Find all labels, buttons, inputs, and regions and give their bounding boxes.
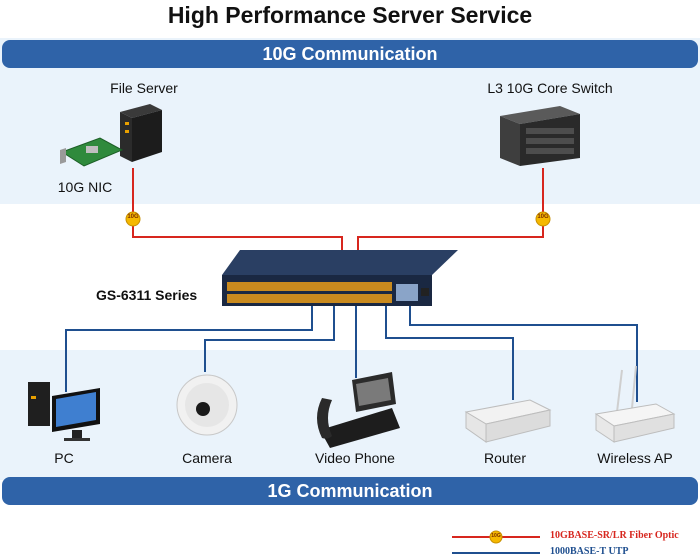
video-phone-icon (317, 372, 400, 448)
pc-label: PC (54, 450, 74, 466)
camera-label: Camera (182, 450, 232, 466)
pc-icon (28, 382, 100, 441)
wireless-ap-icon (594, 365, 676, 443)
legend-fiber-badge-label: 10G (491, 533, 501, 539)
router-label: Router (483, 450, 527, 466)
gs6311-switch-icon (222, 250, 458, 306)
utp-link-pc (65, 306, 313, 392)
fiber-badge-right-label: 10G (537, 214, 549, 220)
diagram-title: High Performance Server Service (167, 2, 533, 28)
bottom-band (0, 350, 700, 480)
nic-label: 10G NIC (57, 179, 113, 195)
fiber-badge-right (535, 211, 551, 227)
file-server-label: File Server (110, 80, 178, 96)
legend-fiber-label: 10GBASE-SR/LR Fiber Optic (550, 530, 679, 541)
switch-model-label: GS-6311 Series (96, 287, 198, 303)
bottom-band-header: 1G Communication (2, 477, 698, 505)
utp-links (65, 306, 638, 402)
fiber-badge-left-label: 10G (127, 214, 139, 220)
core-switch-icon (500, 106, 580, 166)
camera-icon (176, 374, 238, 436)
video-phone-label: Video Phone (315, 450, 395, 466)
legend-utp-label: 1000BASE-T UTP (550, 546, 629, 557)
file-server-icon (120, 104, 162, 162)
fiber-link-file-server (132, 168, 343, 252)
wireless-ap-label: Wireless AP (597, 450, 673, 466)
fiber-link-core-switch (357, 168, 544, 252)
fiber-badge-left (125, 211, 141, 227)
utp-link-camera (204, 306, 335, 372)
nic-card-icon (60, 137, 124, 167)
top-band-header: 10G Communication (2, 40, 698, 68)
fiber-links (132, 168, 544, 252)
core-switch-label: L3 10G Core Switch (487, 80, 613, 96)
router-icon (464, 399, 552, 443)
utp-link-wireless-ap (409, 306, 638, 402)
utp-link-router (385, 306, 514, 400)
legend (452, 530, 540, 554)
legend-fiber-badge (489, 530, 503, 544)
